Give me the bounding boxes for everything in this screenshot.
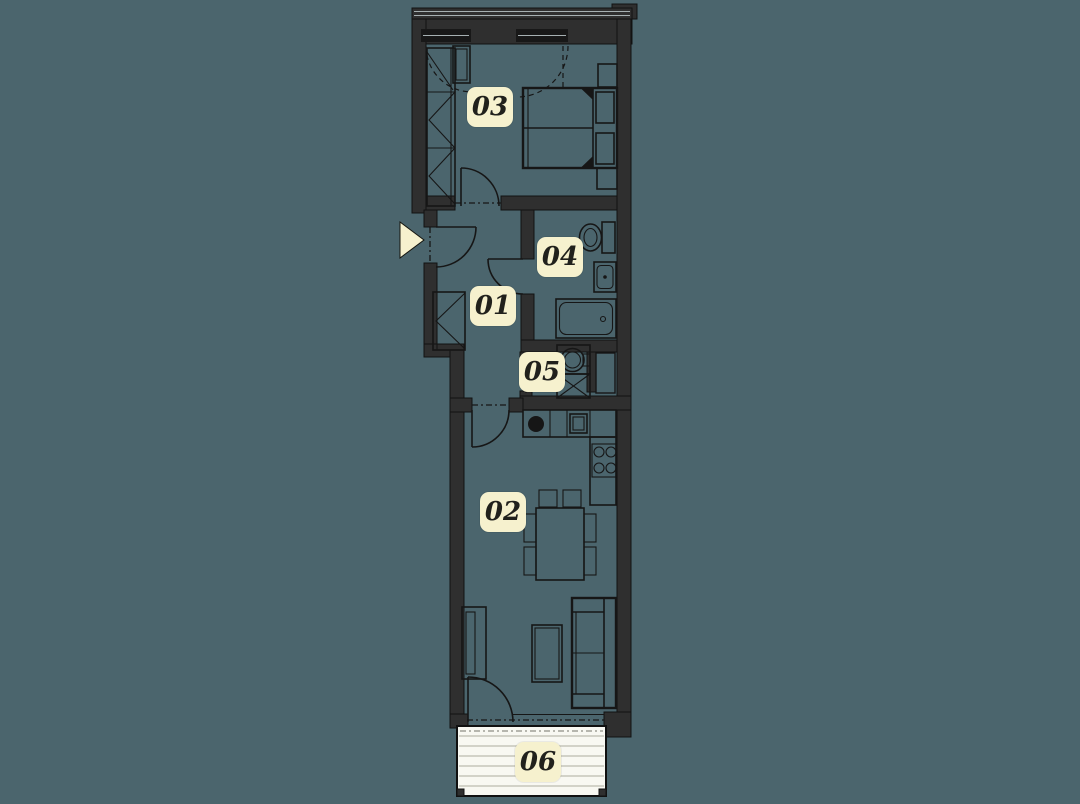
nightstand [596, 167, 618, 190]
double-bed [521, 86, 619, 170]
chair [538, 489, 558, 508]
coffee-table [531, 624, 563, 683]
wardrobe-shelf [452, 45, 471, 84]
door-living [471, 404, 510, 448]
window-swing-dash-2 [516, 45, 569, 98]
chair [583, 546, 597, 576]
wardrobe [426, 45, 471, 207]
chair [583, 513, 597, 543]
toilet [578, 221, 616, 254]
bathroom-sink [593, 261, 617, 293]
dining-chairs [523, 489, 597, 576]
room-label-01: 01 [470, 286, 516, 326]
eave-band [411, 7, 633, 20]
room-label-06: 06 [515, 742, 561, 782]
window-3 [467, 713, 604, 727]
window-swing-dash-1 [425, 45, 473, 93]
walls [411, 3, 638, 738]
shelf-unit [461, 606, 487, 680]
kitchen-sink [528, 416, 544, 432]
room-label-04: 04 [537, 237, 583, 277]
room-label-05: 05 [519, 352, 565, 392]
room-label-03: 03 [467, 87, 513, 127]
stove [591, 443, 617, 478]
door-balcony [467, 676, 514, 723]
chair [523, 546, 537, 576]
entrance-arrow-icon [399, 221, 425, 259]
pillow [595, 91, 615, 124]
chair [562, 489, 582, 508]
room-label-02: 02 [480, 492, 526, 532]
sofa [570, 596, 618, 710]
oven [569, 413, 588, 434]
duct-shaft [595, 352, 616, 394]
hallway-closet [432, 291, 466, 351]
door-bedroom [455, 167, 501, 207]
bathtub [555, 298, 617, 339]
pillow [595, 132, 615, 165]
windows [421, 29, 604, 727]
door-entrance [429, 226, 477, 268]
kitchen-counter [522, 409, 617, 506]
door-bathroom [487, 258, 524, 295]
nightstand [597, 63, 618, 88]
dining-table [535, 507, 585, 581]
